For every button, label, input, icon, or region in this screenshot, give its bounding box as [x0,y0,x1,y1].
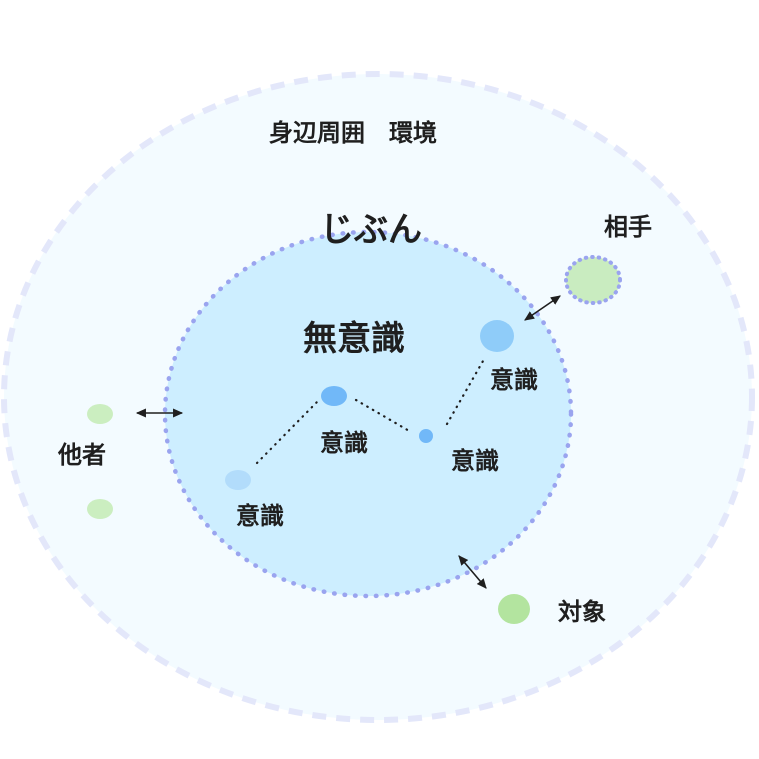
object-arrow [458,555,487,589]
consciousness-label: 意識 [320,429,368,457]
object-node [498,594,530,624]
consciousness-node [321,386,347,406]
unconscious-label: 無意識 [303,319,405,359]
others-node [87,404,113,424]
partner-label: 相手 [604,213,652,241]
consciousness-label: 意識 [490,366,538,394]
consciousness-node [480,320,514,352]
connector-line [255,399,320,465]
partner-arrow [524,295,561,321]
consciousness-label: 意識 [451,447,499,475]
consciousness-node [419,429,433,443]
object-label: 対象 [558,598,606,626]
consciousness-node [225,470,251,490]
self-label: じぶん [320,210,422,250]
self-circle [162,229,574,599]
partner-node [564,255,622,305]
connector-line [445,359,485,426]
others-label: 他者 [57,441,106,469]
environment-label: 身辺周囲 環境 [269,119,437,147]
consciousness-label: 意識 [236,502,284,530]
connector-line [354,398,413,434]
others-node [87,499,113,519]
